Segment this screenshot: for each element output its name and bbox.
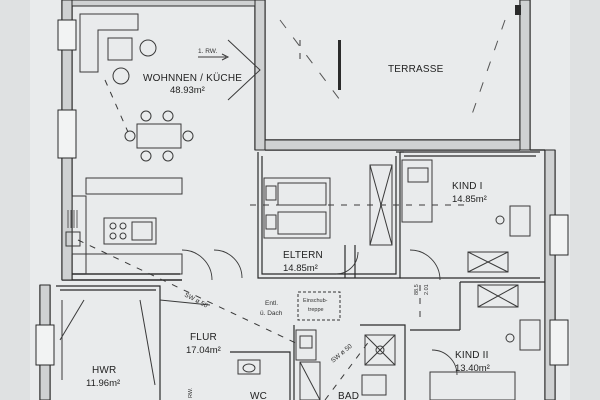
kind2-area: 13.40m² — [455, 363, 490, 374]
eltern-area: 14.85m² — [283, 263, 318, 274]
einschub-label-2: treppe — [308, 307, 324, 313]
door-dim-201: 2.01 — [424, 284, 430, 295]
windows-left — [35, 19, 569, 366]
entl-label-2: ü. Dach — [260, 310, 283, 317]
radiator — [67, 210, 78, 228]
entl-label-1: Entl. — [265, 300, 278, 307]
eltern-name: ELTERN — [283, 250, 323, 261]
door-dim-885: 88.5 — [414, 284, 420, 295]
kind1-name: KIND I — [452, 181, 483, 192]
wc-name: WC — [250, 391, 267, 400]
living-furniture — [65, 13, 194, 275]
sanitary-fixtures — [237, 329, 396, 400]
rw1-label: 1. RW. — [198, 48, 218, 55]
hwr-details — [59, 299, 156, 386]
wohnen-area: 48.93m² — [170, 85, 205, 96]
dashed-lines — [77, 40, 470, 400]
terrasse-posts — [338, 5, 521, 90]
kind2-furniture — [429, 284, 541, 400]
interior-walls — [56, 151, 545, 400]
wohnen-name: WOHNNEN / KÜCHE — [143, 72, 242, 84]
rw2-label: RW. — [188, 387, 194, 398]
kind2-name: KIND II — [455, 350, 489, 361]
flur-area: 17.04m² — [186, 345, 221, 356]
terrasse-name: TERRASSE — [388, 64, 444, 75]
kind1-area: 14.85m² — [452, 194, 487, 205]
entrance-arrow — [198, 39, 261, 101]
einschub-label-1: Einschub- — [303, 298, 328, 304]
attic-ladder-box — [297, 291, 341, 321]
kind1-furniture — [401, 159, 531, 273]
bad-name: BAD — [338, 391, 359, 400]
hwr-name: HWR — [92, 365, 116, 376]
flur-name: FLUR — [190, 332, 217, 343]
terrasse-outline — [279, 19, 506, 121]
hwr-area: 11.96m² — [86, 378, 120, 389]
door-swings — [159, 249, 458, 376]
